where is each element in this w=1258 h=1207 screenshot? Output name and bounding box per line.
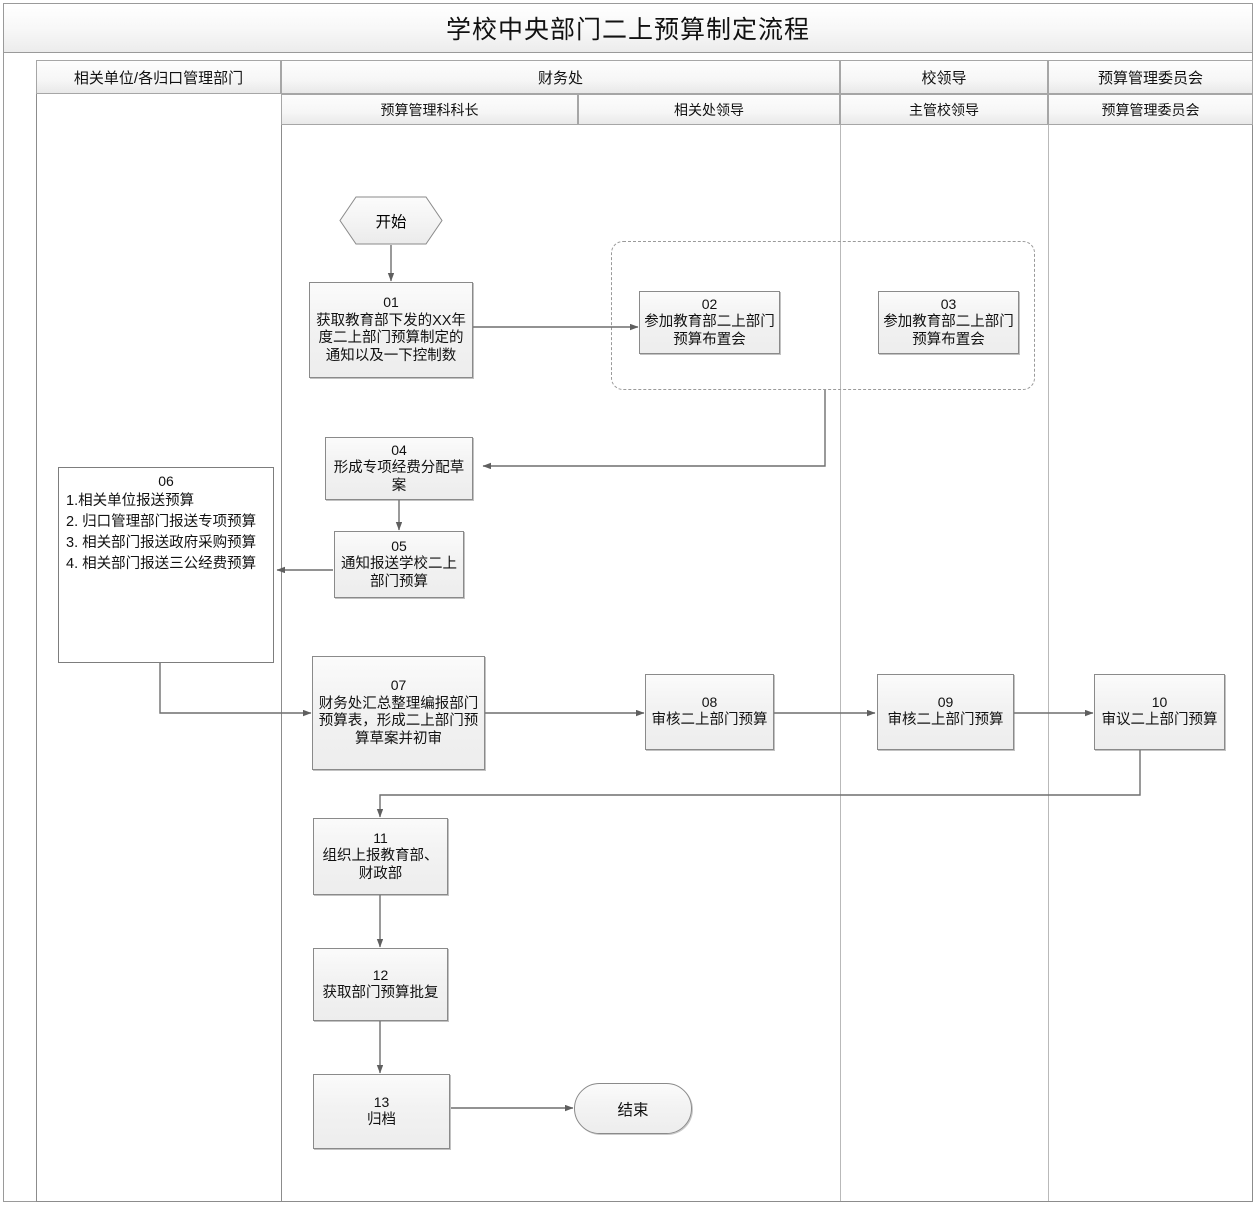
node-02-number: 02 [701, 295, 718, 312]
node-01[interactable]: 01 获取教育部下发的XX年度二上部门预算制定的通知以及一下控制数 [309, 282, 473, 378]
node-01-text: 获取教育部下发的XX年度二上部门预算制定的通知以及一下控制数 [316, 312, 466, 364]
node-12-number: 12 [372, 966, 389, 983]
node-06[interactable]: 06 1.相关单位报送预算 2. 归口管理部门报送专项预算 3. 相关部门报送政… [58, 467, 274, 663]
node-11-number: 11 [373, 829, 388, 846]
page-title: 学校中央部门二上预算制定流程 [445, 16, 810, 44]
lane-subheader-1: 相关处领导 [578, 94, 840, 125]
end-terminator: 结束 [574, 1083, 692, 1134]
node-12-text: 获取部门预算批复 [322, 984, 439, 1001]
node-03[interactable]: 03 参加教育部二上部门预算布置会 [878, 291, 1019, 354]
lane-divider-left [36, 94, 37, 1202]
node-03-number: 03 [940, 295, 957, 312]
node-08-text: 审核二上部门预算 [651, 712, 768, 729]
node-08[interactable]: 08 审核二上部门预算 [645, 674, 774, 750]
node-13-text: 归档 [367, 1111, 396, 1128]
lane-header-2: 校领导 [840, 60, 1048, 94]
node-10[interactable]: 10 审议二上部门预算 [1094, 674, 1225, 750]
node-07-text: 财务处汇总整理编报部门预算表，形成二上部门预算草案并初审 [318, 695, 479, 747]
node-10-number: 10 [1151, 694, 1168, 711]
node-09[interactable]: 09 审核二上部门预算 [877, 674, 1014, 750]
node-01-number: 01 [383, 294, 399, 311]
node-06-number: 06 [158, 473, 174, 489]
dashed-group-briefing [611, 241, 1035, 390]
start-terminator: 开始 [339, 196, 443, 245]
lane-subheader-2: 主管校领导 [840, 94, 1048, 125]
end-label: 结束 [617, 1101, 649, 1119]
lane-divider-1 [281, 125, 282, 1202]
node-13-number: 13 [373, 1093, 390, 1110]
node-05-text: 通知报送学校二上部门预算 [341, 555, 457, 590]
lane-subheader-0: 预算管理科科长 [281, 94, 578, 125]
node-05[interactable]: 05 通知报送学校二上部门预算 [334, 531, 464, 598]
node-13[interactable]: 13 归档 [313, 1074, 450, 1149]
node-10-text: 审议二上部门预算 [1101, 712, 1218, 729]
node-05-number: 05 [391, 537, 407, 554]
node-08-number: 08 [701, 694, 718, 711]
lane-divider-right [1252, 125, 1253, 1202]
diagram-title-bar: 学校中央部门二上预算制定流程 [4, 4, 1252, 53]
node-11-text: 组织上报教育部、财政部 [322, 847, 439, 882]
node-09-number: 09 [937, 694, 954, 711]
start-label: 开始 [375, 213, 407, 231]
node-04-number: 04 [391, 441, 407, 458]
lane-header-0: 相关单位/各归口管理部门 [36, 60, 281, 94]
node-03-text: 参加教育部二上部门预算布置会 [883, 313, 1014, 348]
lane-header-1: 财务处 [281, 60, 840, 94]
node-09-text: 审核二上部门预算 [887, 712, 1004, 729]
node-02-text: 参加教育部二上部门预算布置会 [644, 313, 775, 348]
lane-subheader-3: 预算管理委员会 [1048, 94, 1253, 125]
lane-bottom-rule [36, 1201, 1253, 1202]
node-02[interactable]: 02 参加教育部二上部门预算布置会 [639, 291, 780, 354]
lane-divider-3 [1048, 125, 1049, 1202]
node-07[interactable]: 07 财务处汇总整理编报部门预算表，形成二上部门预算草案并初审 [312, 656, 485, 770]
node-11[interactable]: 11 组织上报教育部、财政部 [313, 818, 448, 895]
node-12[interactable]: 12 获取部门预算批复 [313, 948, 448, 1021]
lane-header-3: 预算管理委员会 [1048, 60, 1253, 94]
node-04-text: 形成专项经费分配草案 [333, 459, 465, 494]
node-04[interactable]: 04 形成专项经费分配草案 [325, 437, 473, 500]
lane-divider-2 [840, 125, 841, 1202]
node-06-text: 1.相关单位报送预算 2. 归口管理部门报送专项预算 3. 相关部门报送政府采购… [66, 493, 257, 573]
node-07-number: 07 [390, 677, 407, 694]
